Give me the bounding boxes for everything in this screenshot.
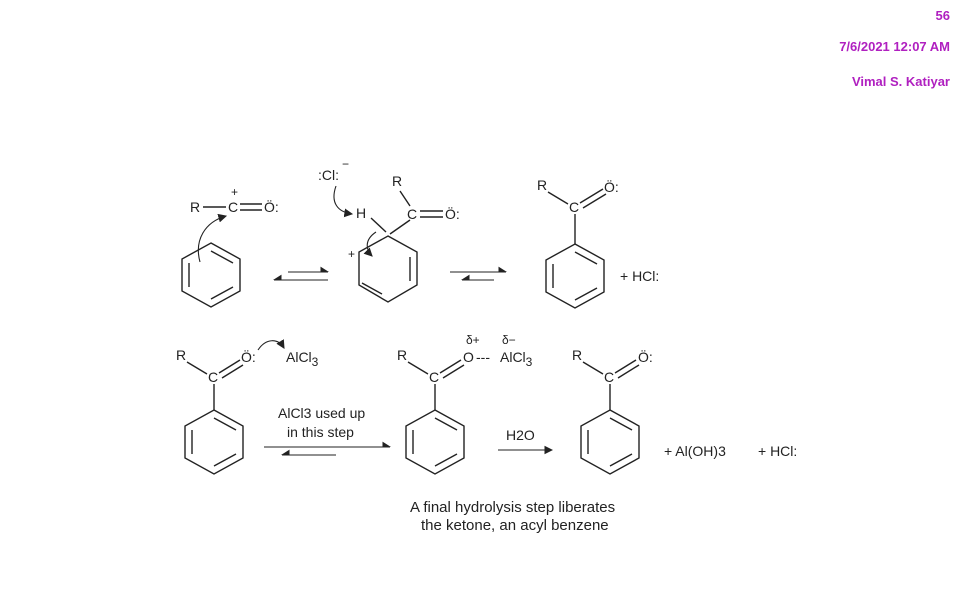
complex-delta-minus: δ− <box>502 333 516 347</box>
acylium-r: R <box>190 199 200 215</box>
alcl3-note-line2: in this step <box>287 424 354 440</box>
ketone2-c: C <box>208 369 218 385</box>
chloride-arrow <box>333 185 354 218</box>
final-o: Ö: <box>638 348 653 365</box>
slide-number: 56 <box>935 8 950 23</box>
ch-bond-arrow <box>363 231 377 257</box>
complex-r: R <box>397 347 407 363</box>
ketone1-r: R <box>537 177 547 193</box>
complex-c: C <box>429 369 439 385</box>
complex-dashed-bond: --- <box>476 349 490 365</box>
complex-alcl3: AlCl3 <box>500 349 533 369</box>
final-r: R <box>572 347 582 363</box>
acylium-ion: R C + Ö: <box>190 185 279 215</box>
complex-alcl3-text: AlCl <box>500 349 526 365</box>
benzene-1 <box>181 242 241 308</box>
ketone-final: R C Ö: <box>572 347 653 475</box>
equilibrium-arrow-3 <box>264 441 392 456</box>
water-label: H2O <box>506 427 535 443</box>
ketone2-r: R <box>176 347 186 363</box>
chloride-minus: − <box>342 157 349 171</box>
caption-line2: the ketone, an acyl benzene <box>421 517 609 534</box>
attack-arrow <box>197 213 228 263</box>
complex-o: O <box>463 349 474 365</box>
complex-delta-plus: δ+ <box>466 333 480 347</box>
sigma-plus: + <box>348 247 355 261</box>
acylium-c: C <box>228 199 238 215</box>
ketone-2: R C Ö: <box>176 347 256 475</box>
sigma-r: R <box>392 173 402 189</box>
equilibrium-arrow-1 <box>272 266 330 281</box>
sigma-o: Ö: <box>445 205 460 222</box>
sigma-c: C <box>407 206 417 222</box>
chloride-anion: :Cl: − <box>318 157 349 183</box>
final-c: C <box>604 369 614 385</box>
complex-alcl3-sub: 3 <box>526 355 533 369</box>
alcl3-note-line1: AlCl3 used up <box>278 405 365 421</box>
ketone1-o: Ö: <box>604 178 619 195</box>
lone-pair-arrow <box>257 339 285 351</box>
sigma-h: H <box>356 205 366 221</box>
equilibrium-arrow-2 <box>450 266 508 281</box>
acylium-plus: + <box>231 185 238 199</box>
ketone-product-1: R C Ö: <box>537 177 619 309</box>
slide-datetime: 7/6/2021 12:07 AM <box>839 39 950 54</box>
alcl3-sub: 3 <box>312 355 319 369</box>
ketone2-o: Ö: <box>241 348 256 365</box>
alcl3-text: AlCl <box>286 349 312 365</box>
alcl3-reagent: AlCl3 <box>286 349 319 369</box>
chloride-label: :Cl: <box>318 167 339 183</box>
aluminum-hydroxide: + Al(OH)3 <box>664 443 726 459</box>
ketone-alcl3-complex: R C O δ+ --- AlCl3 δ− <box>397 333 533 475</box>
hcl-product-2: + HCl: <box>758 443 797 459</box>
slide-author: Vimal S. Katiyar <box>851 74 950 89</box>
ketone1-c: C <box>569 199 579 215</box>
acylium-o: Ö: <box>264 198 279 215</box>
hcl-product-1: + HCl: <box>620 268 659 284</box>
caption-line1: A final hydrolysis step liberates <box>410 499 615 516</box>
sigma-complex: H R C Ö: + <box>348 173 460 303</box>
